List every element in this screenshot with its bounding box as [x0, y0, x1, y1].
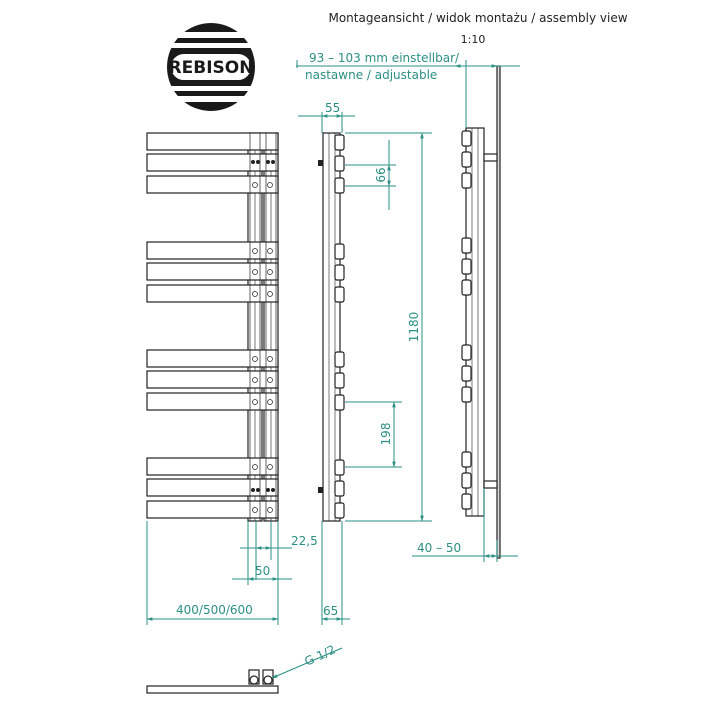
dimension-lines	[146, 60, 520, 679]
dim-width-options: 400/500/600	[176, 603, 253, 617]
dim-adjustable-line1: 93 – 103 mm einstellbar/	[309, 51, 460, 65]
drawing-scale: 1:10	[461, 33, 486, 46]
dim-66: 66	[374, 167, 388, 182]
tube	[146, 500, 279, 519]
tube	[146, 370, 279, 389]
tube	[146, 457, 279, 476]
side-collector	[322, 132, 341, 522]
tube	[146, 478, 279, 497]
drawing-title: Montageansicht / widok montażu / assembl…	[328, 11, 627, 25]
dim-22-5: 22,5	[291, 534, 318, 548]
wall-bracket-bottom	[483, 480, 498, 489]
dim-40-50: 40 – 50	[417, 541, 461, 555]
dim-1180: 1180	[407, 312, 421, 343]
wall-bracket-top	[483, 153, 498, 162]
dim-adjustable-line2: nastawne / adjustable	[305, 68, 437, 82]
dim-198: 198	[379, 423, 393, 446]
dim-55: 55	[325, 101, 340, 115]
tube	[146, 241, 279, 260]
wall-view-collector	[465, 127, 485, 517]
tube	[146, 349, 279, 368]
tube	[146, 284, 279, 303]
front-view	[146, 132, 279, 522]
dim-50: 50	[255, 564, 270, 578]
side-view	[322, 132, 345, 522]
top-view	[146, 669, 279, 694]
tube	[146, 262, 279, 281]
dim-65: 65	[323, 604, 338, 618]
tube	[146, 392, 279, 411]
dim-thread: G 1/2	[302, 642, 337, 668]
wall-side-view	[461, 65, 501, 559]
tube	[146, 132, 279, 151]
logo-text: REBISON	[169, 58, 254, 78]
tube	[146, 175, 279, 194]
tube	[146, 153, 279, 172]
rebison-logo: REBISON	[167, 23, 255, 111]
